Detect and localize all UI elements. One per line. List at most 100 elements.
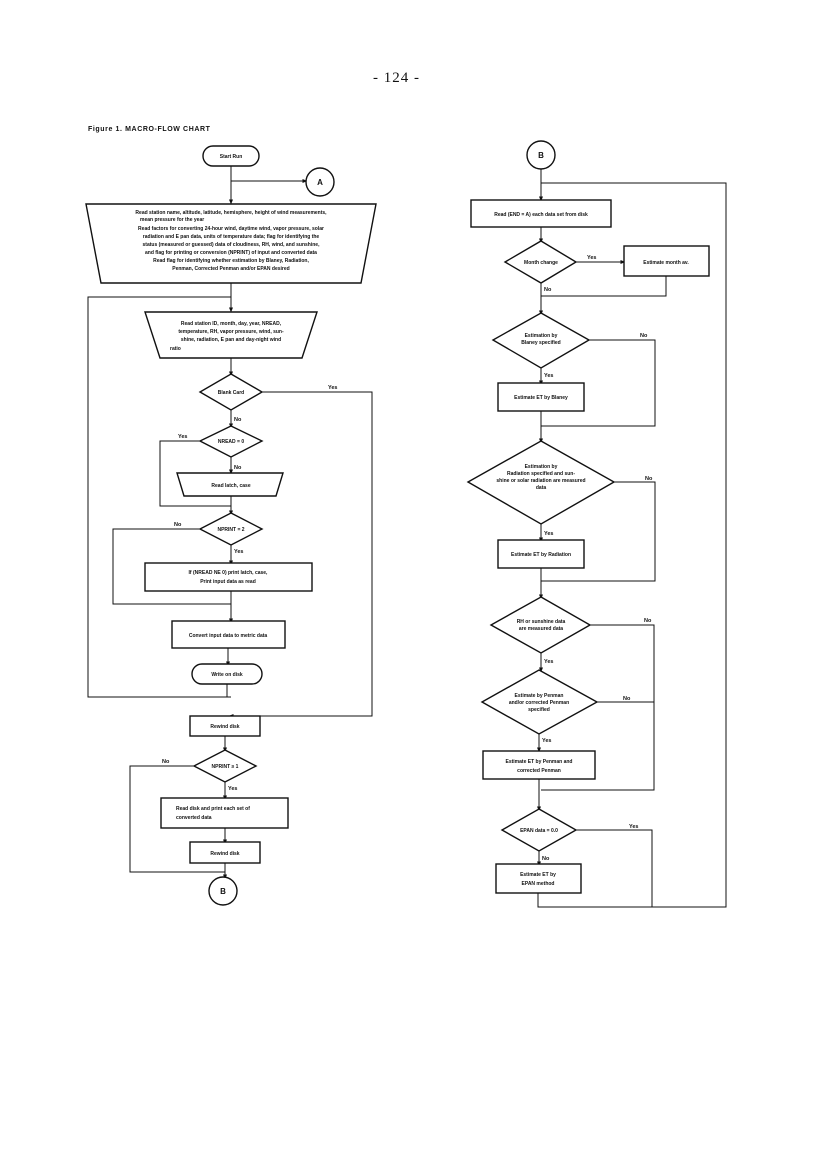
flow-line [541,481,656,582]
yes-label: Yes [544,659,553,665]
yes-label: Yes [629,824,638,830]
read-station-line: Read station name, altitude, latitude, h… [135,210,327,216]
connector-b-label: B [220,887,226,896]
estimate-epan-process: Estimate ET by EPAN method [495,863,582,894]
month-change-decision: Month change [503,240,578,284]
read-each-data-set-process: Read (END = A) each data set from disk [470,199,612,228]
yes-label: Yes [544,373,553,379]
read-station-line: Penman, Corrected Penman and/or EPAN des… [172,266,289,272]
rewind-disk-process: Rewind disk [189,715,261,737]
flow-line [541,276,667,297]
read-station-line: and flag for printing or conversion (NPR… [145,250,317,256]
print-line: Print input data as read [200,579,256,585]
estimate-penman-process: Estimate ET by Penman and corrected Penm… [482,750,596,780]
yes-label: Yes [328,385,337,391]
nprint-label: NPRINT = 2 [217,527,244,533]
read-disk-line: converted data [176,815,212,821]
flow-line [159,440,231,507]
connector-a: A [305,167,335,197]
no-label: No [544,287,552,293]
page-number: - 124 - [373,70,420,86]
yes-label: Yes [234,549,243,555]
penman-q-line: and/or corrected Penman [509,700,569,706]
flow-line [541,624,655,791]
read-daily-line: temperature, RH, vapor pressure, wind, s… [178,329,284,335]
loop-back-line [87,296,231,698]
start-run-terminal: Start Run [202,145,260,167]
read-station-line: Read flag for identifying whether estima… [153,258,309,264]
figure-caption: Figure 1. MACRO-FLOW CHART [88,126,211,133]
read-latch-label: Read latch, case [211,483,250,489]
epan-est-line: Estimate ET by [520,872,556,878]
nprint-ge-1-decision: NPRINT ≥ 1 [192,749,258,783]
estimate-blaney-process: Estimate ET by Blaney [497,382,585,412]
radiation-q-line: Estimation by [525,464,558,470]
no-label: No [162,759,170,765]
write-disk-label: Write on disk [211,672,243,678]
no-label: No [174,522,182,528]
no-label: No [234,417,242,423]
epan-decision: EPAN data = 0.0 [500,808,578,852]
no-label: No [623,696,631,702]
yes-label: Yes [587,255,596,261]
convert-metric-process: Convert input data to metric data [171,620,286,649]
yes-label: Yes [178,434,187,440]
read-station-line: status (measured or guessed) data of clo… [143,242,321,248]
nread-decision: NREAD = 0 [198,425,264,458]
penman-q-line: specified [528,707,550,713]
rewind-disk-2-process: Rewind disk [189,841,261,864]
epan-est-line: EPAN method [522,881,555,887]
start-run-label: Start Run [220,154,243,160]
read-station-line: radiation and E pan data, units of tempe… [143,234,320,240]
blank-card-label: Blank Card [218,390,244,396]
penman-q-line: Estimate by Penman [515,693,564,699]
blaney-q-line: Blaney specified [521,340,560,346]
read-daily-line: shine, radiation, E pan and day-night wi… [181,337,281,343]
read-disk-print-process: Read disk and print each set of converte… [160,797,289,829]
read-daily-line: Read station ID, month, day, year, NREAD… [181,321,282,327]
flow-line [537,893,652,908]
radiation-q-line: Radiation specified and sun- [507,471,575,477]
yes-label: Yes [542,738,551,744]
flow-line [228,391,373,718]
read-end-label: Read (END = A) each data set from disk [494,212,588,218]
yes-label: Yes [228,786,237,792]
yes-label: Yes [544,531,553,537]
flow-line [576,829,653,907]
estimate-month-label: Estimate month av. [643,260,689,266]
penman-decision: Estimate by Penman and/or corrected Penm… [480,669,599,735]
no-label: No [542,856,550,862]
write-disk-terminal: Write on disk [191,663,263,685]
estimate-month-average-process: Estimate month av. [623,245,710,277]
nprint2-label: NPRINT ≥ 1 [212,764,239,770]
read-station-line: mean pressure for the year [140,217,204,223]
nprint-decision: NPRINT = 2 [198,512,264,546]
month-change-label: Month change [524,260,558,266]
read-latch-case-input: Read latch, case [176,472,284,497]
print-line: If (NREAD NE 0) print latch, case, [189,570,269,576]
print-input-data-process: If (NREAD NE 0) print latch, case, Print… [144,562,313,592]
estimate-radiation-process: Estimate ET by Radiation [497,539,585,569]
connector-b-right: B [526,140,556,170]
read-station-line: Read factors for converting 24-hour wind… [138,226,324,232]
loop-back-line [541,182,727,908]
radiation-est-label: Estimate ET by Radiation [511,552,571,558]
flow-line [112,528,231,605]
epan-q-label: EPAN data = 0.0 [520,828,558,834]
read-daily-line: ratio [170,346,181,352]
blaney-decision: Estimation by Blaney specified [491,312,591,369]
flow-line [129,765,225,873]
nread-label: NREAD = 0 [218,439,244,445]
flow-line [541,339,656,427]
rh-sunshine-decision: RH or sunshine data are measured data [489,596,592,654]
penman-est-line: Estimate ET by Penman and [506,759,573,765]
blaney-est-label: Estimate ET by Blaney [514,395,568,401]
rh-q-line: are measured data [519,626,563,632]
blaney-q-line: Estimation by [525,333,558,339]
connector-b-left: B [208,876,238,906]
penman-est-line: corrected Penman [517,768,561,774]
no-label: No [234,465,242,471]
read-daily-data-input: Read station ID, month, day, year, NREAD… [144,311,318,359]
no-label: No [645,476,653,482]
